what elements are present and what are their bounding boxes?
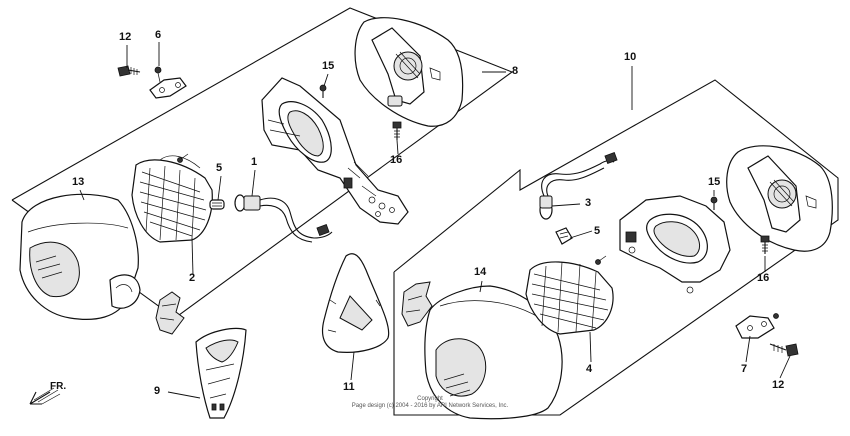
callout-4: 4 <box>586 363 593 375</box>
screw-16-left <box>392 121 402 140</box>
callout-16-left: 16 <box>390 154 403 166</box>
callout-9: 9 <box>154 385 161 397</box>
callout-11: 11 <box>343 381 355 393</box>
bulb-right <box>555 227 573 245</box>
bulb-left <box>209 199 225 210</box>
callout-8: 8 <box>512 65 519 77</box>
lens-screw-left <box>177 153 189 163</box>
callout-10: 10 <box>624 51 637 63</box>
callout-16-right: 16 <box>757 272 770 284</box>
bolt-12-left <box>117 65 141 77</box>
callout-12-right: 12 <box>772 379 785 391</box>
turn-signal-lens-left <box>131 155 213 243</box>
callout-13: 13 <box>72 176 85 188</box>
mirror-housing-cover-right <box>424 285 563 420</box>
bracket-7-right <box>735 313 779 339</box>
callout-7: 7 <box>741 363 748 375</box>
callout-14: 14 <box>474 266 487 278</box>
turn-signal-lens-right <box>525 261 614 335</box>
screw-15-right <box>710 196 718 210</box>
callout-5-left: 5 <box>216 162 223 174</box>
socket-harness-right <box>539 152 618 220</box>
leader-lines <box>79 42 791 399</box>
callout-6: 6 <box>155 29 162 41</box>
right-assembly-box <box>393 79 839 416</box>
copyright-line-1: Copyright <box>417 396 443 402</box>
lower-cover-9 <box>195 327 247 419</box>
screw-15-left <box>319 84 327 98</box>
mirror-frame-left <box>261 77 409 225</box>
bracket-6-left <box>149 66 187 99</box>
callout-1: 1 <box>251 156 258 168</box>
copyright-notice: Copyright Page design (c) 2004 - 2016 by… <box>330 396 530 410</box>
socket-harness-left <box>234 194 333 243</box>
screw-16-right <box>760 235 770 254</box>
front-direction-label: FR. <box>50 381 67 392</box>
mirror-glass-right <box>726 145 833 252</box>
triangle-cover-11 <box>321 253 390 353</box>
lens-screw-right <box>595 255 607 265</box>
callout-15-left: 15 <box>322 60 335 72</box>
callout-15-right: 15 <box>708 176 721 188</box>
front-direction-arrow <box>29 387 61 405</box>
housing-bracket-left <box>155 291 185 335</box>
mirror-frame-right <box>619 195 731 294</box>
copyright-line-2: Page design (c) 2004 - 2016 by ARI Netwo… <box>351 402 509 409</box>
mirror-housing-cover-left <box>19 193 141 320</box>
callout-2: 2 <box>189 272 196 284</box>
bolt-12-right <box>769 343 799 357</box>
callout-3: 3 <box>585 197 592 209</box>
callout-5-right: 5 <box>594 225 601 237</box>
mirror-glass-left <box>354 17 464 127</box>
callout-12-left: 12 <box>119 31 132 43</box>
housing-bracket-right <box>401 281 433 327</box>
